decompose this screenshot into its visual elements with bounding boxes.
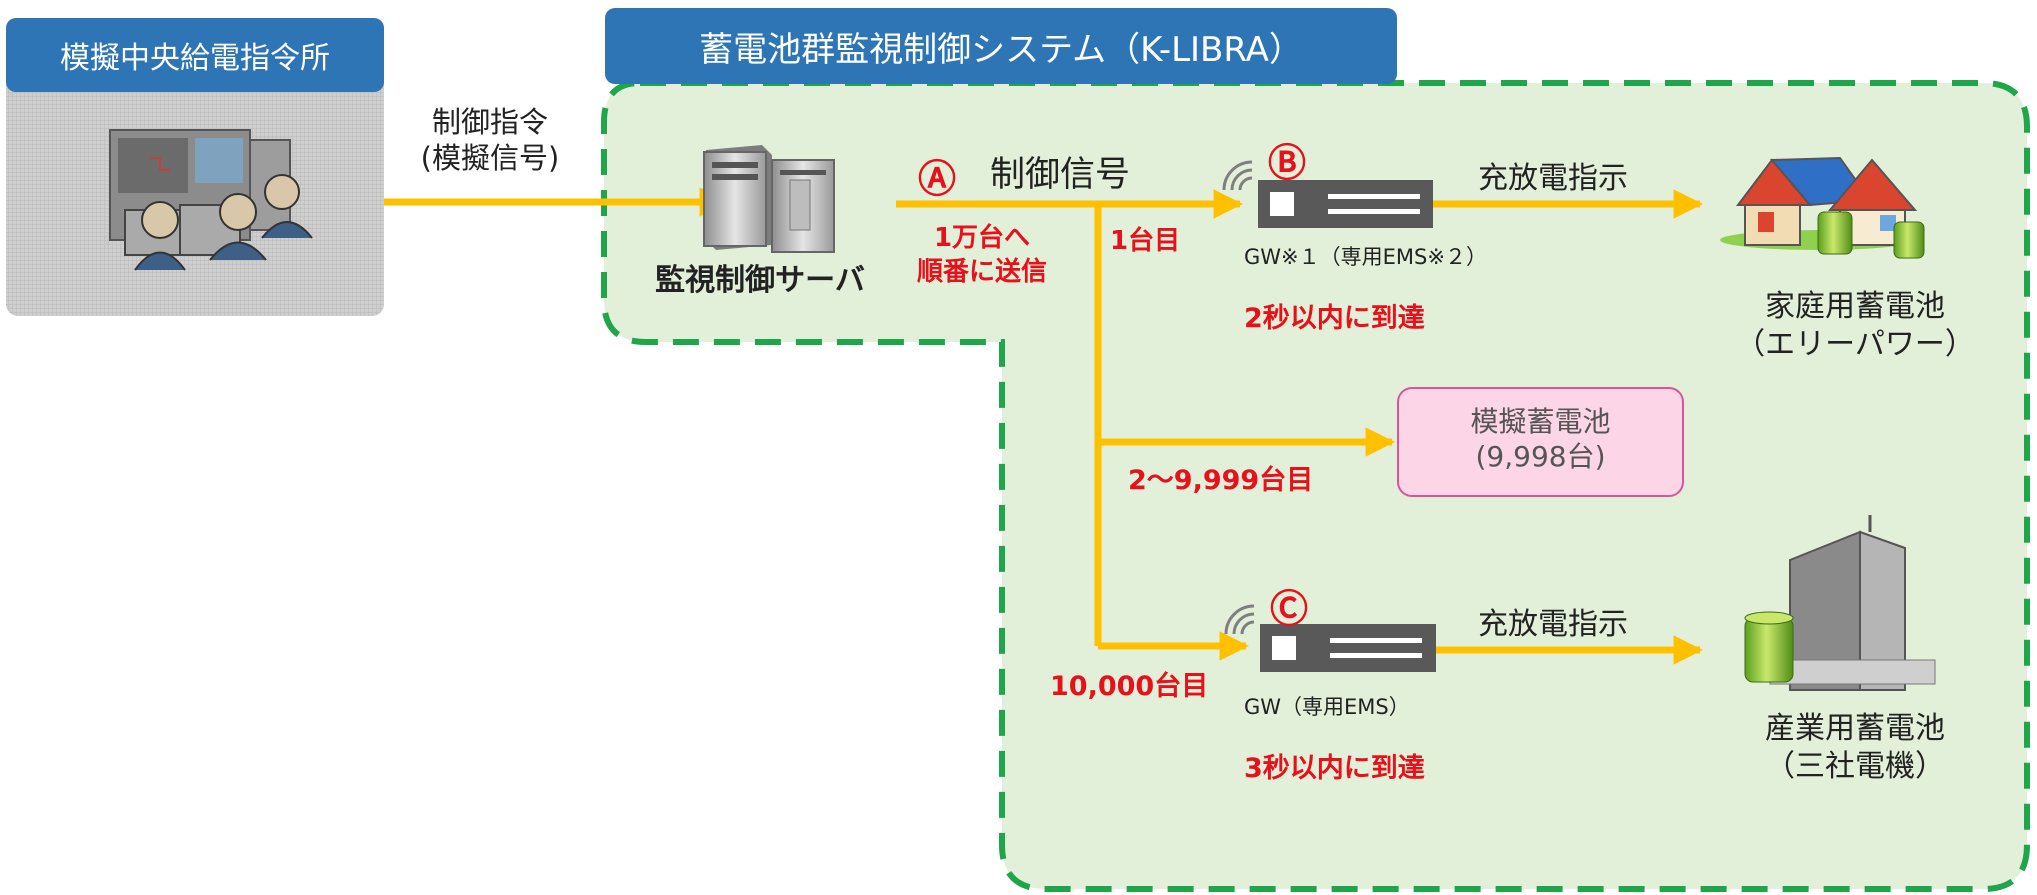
simulated-battery-box bbox=[1397, 387, 1684, 497]
signal-note-line2: 順番に送信 bbox=[916, 256, 1047, 287]
operators-icon bbox=[109, 129, 313, 271]
control-command-label: 制御指令 (模擬信号) bbox=[400, 104, 580, 177]
branch-3-arrival: 3秒以内に到達 bbox=[1244, 753, 1425, 784]
signal-label: 制御信号 bbox=[990, 155, 1131, 195]
branch-1-count: 1台目 bbox=[1110, 226, 1181, 256]
branch-2-count: 2〜9,999台目 bbox=[1128, 465, 1314, 496]
gw-c-label: GW（専用EMS） bbox=[1244, 695, 1410, 719]
house-battery-line2: （エリーパワー） bbox=[1735, 326, 1975, 362]
industrial-battery-line2: （三社電機） bbox=[1765, 748, 1945, 784]
simulated-battery-line2: (9,998台) bbox=[1475, 440, 1606, 473]
branch-1-instruction: 充放電指示 bbox=[1478, 161, 1628, 196]
system-title-text: 蓄電池群監視制御システム（K-LIBRA） bbox=[699, 29, 1303, 70]
gateway-c-icon bbox=[1224, 604, 1436, 672]
control-command-line1: 制御指令 bbox=[431, 105, 548, 139]
building-battery-icon bbox=[1744, 515, 1936, 691]
wireless-icon bbox=[1222, 160, 1253, 191]
central-office-title: 模擬中央給電指令所 bbox=[6, 18, 384, 92]
system-title: 蓄電池群監視制御システム（K-LIBRA） bbox=[605, 8, 1397, 84]
server-icon bbox=[703, 145, 835, 253]
house-battery-line1: 家庭用蓄電池 bbox=[1765, 289, 1945, 324]
branch-3-count: 10,000台目 bbox=[1050, 671, 1209, 702]
gw-b-label: GW※１（専用EMS※２） bbox=[1244, 245, 1487, 269]
marker-a: Ⓐ bbox=[918, 157, 957, 201]
branch-1-arrival: 2秒以内に到達 bbox=[1244, 303, 1425, 334]
klibra-region bbox=[601, 80, 2030, 892]
simulated-battery-label: 模擬蓄電池 (9,998台) bbox=[1398, 404, 1683, 474]
signal-note-line1: 1万台へ bbox=[933, 223, 1031, 253]
marker-b: Ⓑ bbox=[1268, 141, 1307, 185]
marker-c: Ⓒ bbox=[1270, 587, 1309, 631]
server-label: 監視制御サーバ bbox=[655, 263, 865, 298]
central-office-title-text: 模擬中央給電指令所 bbox=[60, 41, 330, 76]
industrial-battery-label: 産業用蓄電池 （三社電機） bbox=[1720, 710, 1990, 785]
house-battery-label: 家庭用蓄電池 （エリーパワー） bbox=[1720, 288, 1990, 363]
simulated-battery-line1: 模擬蓄電池 bbox=[1470, 405, 1611, 438]
gateway-b-icon bbox=[1222, 160, 1433, 228]
signal-note: 1万台へ 順番に送信 bbox=[908, 222, 1056, 290]
industrial-battery-line1: 産業用蓄電池 bbox=[1765, 711, 1945, 746]
control-command-line2: (模擬信号) bbox=[420, 141, 560, 176]
house-battery-icon bbox=[1720, 156, 1925, 259]
branch-3-instruction: 充放電指示 bbox=[1478, 607, 1628, 642]
